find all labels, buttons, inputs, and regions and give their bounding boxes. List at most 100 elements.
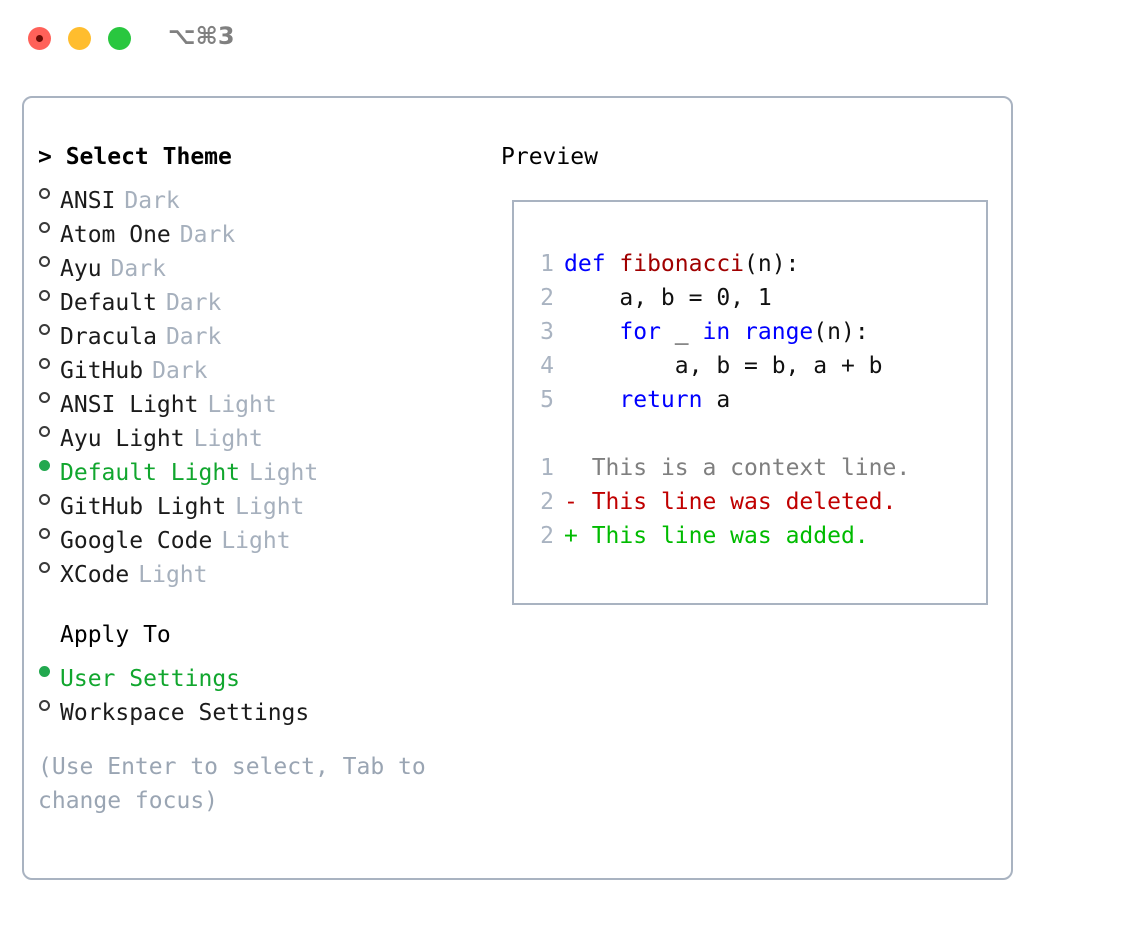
- theme-option-label: ANSI: [60, 188, 116, 214]
- radio-unselected-icon: [38, 378, 60, 412]
- code-token-plain: _: [660, 319, 703, 345]
- preview-heading: Preview: [501, 144, 598, 170]
- theme-category-tag: Dark: [179, 222, 236, 248]
- theme-option-label: Ayu: [60, 256, 102, 282]
- diff-line-add: 2 + This line was added.: [524, 519, 910, 553]
- theme-option-label: Default Light: [60, 460, 241, 486]
- code-token-kw: for: [619, 319, 661, 345]
- theme-option-label: XCode: [60, 562, 130, 588]
- code-token-plain: a, b = 0, 1: [564, 285, 772, 311]
- theme-option-label: GitHub: [60, 358, 144, 384]
- code-line-number: 4: [540, 353, 554, 379]
- code-token-plain: (n):: [744, 251, 800, 277]
- theme-option-atom-one[interactable]: Atom One Dark: [38, 208, 493, 248]
- keyboard-hint-text: (Use Enter to select, Tab to change focu…: [38, 754, 426, 814]
- diff-line-text: This is a context line.: [577, 455, 911, 481]
- theme-category-tag: Light: [207, 392, 277, 418]
- theme-category-tag: Dark: [165, 290, 222, 316]
- diff-line-del: 2- This line was deleted.: [524, 485, 910, 519]
- theme-option-github[interactable]: GitHub Dark: [38, 344, 493, 384]
- code-line-text: a, b = b, a + b: [564, 349, 883, 383]
- radio-unselected-icon: [38, 208, 60, 242]
- radio-selected-icon: [38, 652, 60, 686]
- apply-option-workspace-settings[interactable]: Workspace Settings: [38, 686, 493, 726]
- title-bar: ⌥⌘3: [0, 0, 1140, 78]
- theme-option-dracula[interactable]: Dracula Dark: [38, 310, 493, 350]
- traffic-light-group: [28, 27, 131, 50]
- diff-line-text: This line was added.: [577, 523, 869, 549]
- theme-option-ansi-light[interactable]: ANSI Light Light: [38, 378, 493, 418]
- code-line-number: 1: [540, 251, 554, 277]
- theme-category-tag: Dark: [110, 256, 166, 282]
- theme-category-tag: Dark: [165, 324, 222, 350]
- diff-line-ctx: 1 This is a context line.: [524, 451, 910, 485]
- theme-option-google-code[interactable]: Google Code Light: [38, 514, 493, 554]
- theme-option-default[interactable]: Default Dark: [38, 276, 493, 316]
- radio-unselected-icon: [38, 174, 60, 208]
- diff-marker: [564, 451, 578, 485]
- code-token-plain: a, b = b, a + b: [564, 353, 883, 379]
- radio-unselected-icon: [38, 276, 60, 310]
- diff-marker: -: [564, 489, 578, 515]
- diff-line-number: 1: [540, 455, 554, 481]
- radio-unselected-icon: [38, 480, 60, 514]
- diff-marker: +: [564, 523, 578, 549]
- code-line-text: for _ in range(n):: [564, 315, 869, 349]
- diff-line-number: 2: [540, 489, 554, 515]
- radio-unselected-icon: [38, 548, 60, 582]
- code-line: 5 return a: [524, 383, 910, 417]
- apply-option-label: Workspace Settings: [60, 700, 310, 726]
- diff-line-number: 2: [540, 523, 554, 549]
- code-diff-spacer: [524, 417, 910, 451]
- radio-unselected-icon: [38, 514, 60, 548]
- minimize-button[interactable]: [68, 27, 91, 50]
- radio-unselected-icon: [38, 412, 60, 446]
- theme-option-label: Atom One: [60, 222, 171, 248]
- code-line-text: a, b = 0, 1: [564, 281, 772, 315]
- theme-category-tag: Light: [249, 460, 319, 486]
- code-token-kw: def: [564, 251, 620, 277]
- code-line: 2 a, b = 0, 1: [524, 281, 910, 315]
- theme-option-label: Default: [60, 290, 157, 316]
- theme-option-label: Google Code: [60, 528, 213, 554]
- theme-option-label: Ayu Light: [60, 426, 185, 452]
- theme-option-label: Dracula: [60, 324, 157, 350]
- theme-option-label: GitHub Light: [60, 494, 227, 520]
- code-token-kw: return: [619, 387, 703, 413]
- code-line-number: 2: [540, 285, 554, 311]
- theme-option-label: ANSI Light: [60, 392, 199, 418]
- code-line-text: def fibonacci(n):: [564, 247, 799, 281]
- close-button[interactable]: [28, 27, 51, 50]
- select-theme-heading: > Select Theme: [38, 144, 232, 170]
- keyboard-shortcut-label: ⌥⌘3: [168, 22, 235, 50]
- code-line: 4 a, b = b, a + b: [524, 349, 910, 383]
- theme-option-default-light[interactable]: Default Light Light: [38, 446, 493, 486]
- maximize-button[interactable]: [108, 27, 131, 50]
- code-token-kw: in: [702, 319, 731, 345]
- code-line-number: 5: [540, 387, 554, 413]
- radio-unselected-icon: [38, 242, 60, 276]
- code-line-number: 3: [540, 319, 554, 345]
- radio-unselected-icon: [38, 686, 60, 720]
- code-token-plain: (n):: [813, 319, 869, 345]
- apply-option-user-settings[interactable]: User Settings: [38, 652, 493, 692]
- code-token-plain: [564, 319, 619, 345]
- code-token-plain: [564, 387, 619, 413]
- apply-option-label: User Settings: [60, 666, 241, 692]
- code-line: 3 for _ in range(n):: [524, 315, 910, 349]
- code-token-kw: range: [744, 319, 814, 345]
- theme-option-ayu[interactable]: Ayu Dark: [38, 242, 493, 282]
- theme-category-tag: Dark: [152, 358, 208, 384]
- theme-category-tag: Light: [221, 528, 291, 554]
